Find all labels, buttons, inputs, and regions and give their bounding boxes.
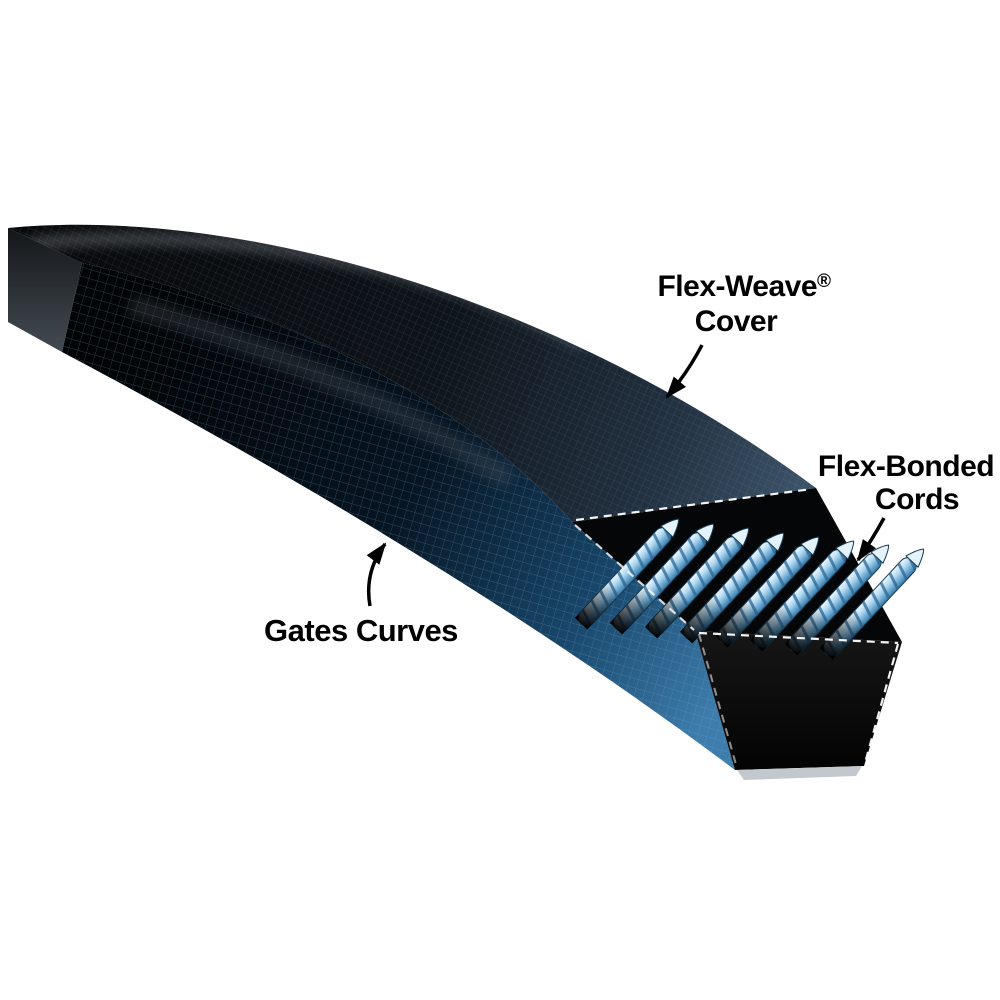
arrow-to-cover: [665, 344, 704, 399]
cross-section-top-dashed-line: [698, 631, 899, 645]
arrow-to-cords: [856, 517, 886, 562]
tensile-cord: [784, 544, 890, 656]
annotations: Flex-Weave® Cover Flex-Bonded Cords Gate…: [264, 270, 995, 648]
side-face-weave-texture: [62, 263, 735, 770]
label-flex-bonded: Flex-Bonded: [818, 450, 994, 483]
label-gates-curves: Gates Curves: [264, 613, 458, 648]
label-flex-weave-cover: Cover: [695, 305, 778, 338]
belt-cross-section: [695, 631, 902, 770]
tensile-cord: [819, 548, 925, 660]
label-flex-bonded-cords: Cords: [875, 483, 959, 516]
cross-section-right-dashed-line: [863, 643, 900, 764]
side-face-sheen-group: [127, 295, 516, 489]
tensile-cord: [574, 518, 680, 630]
cut-edge-dashed-lines: [574, 487, 900, 769]
tensile-cord: [609, 523, 715, 635]
belt-end-face: [8, 228, 82, 352]
side-cut-dashed-line: [574, 524, 695, 631]
registered-trademark-symbol: ®: [817, 271, 831, 292]
cover-weave-texture: [8, 224, 816, 522]
arrow-to-side-face: [366, 542, 387, 607]
belt-bottom-edge-highlight: [737, 766, 862, 780]
cutaway-underside: [572, 488, 902, 642]
belt-illustration: [8, 224, 925, 780]
cover-cut-dashed-line: [575, 487, 813, 522]
tensile-cord: [679, 532, 785, 644]
tensile-cord: [749, 540, 855, 652]
label-flex-weave-text: Flex-Weave: [657, 270, 817, 303]
label-flex-weave: Flex-Weave®: [657, 270, 831, 303]
flex-bonded-cords: [574, 518, 925, 660]
cross-section-left-dashed-line: [698, 633, 738, 769]
tensile-cord: [714, 536, 820, 648]
side-face-sheen: [127, 295, 516, 489]
